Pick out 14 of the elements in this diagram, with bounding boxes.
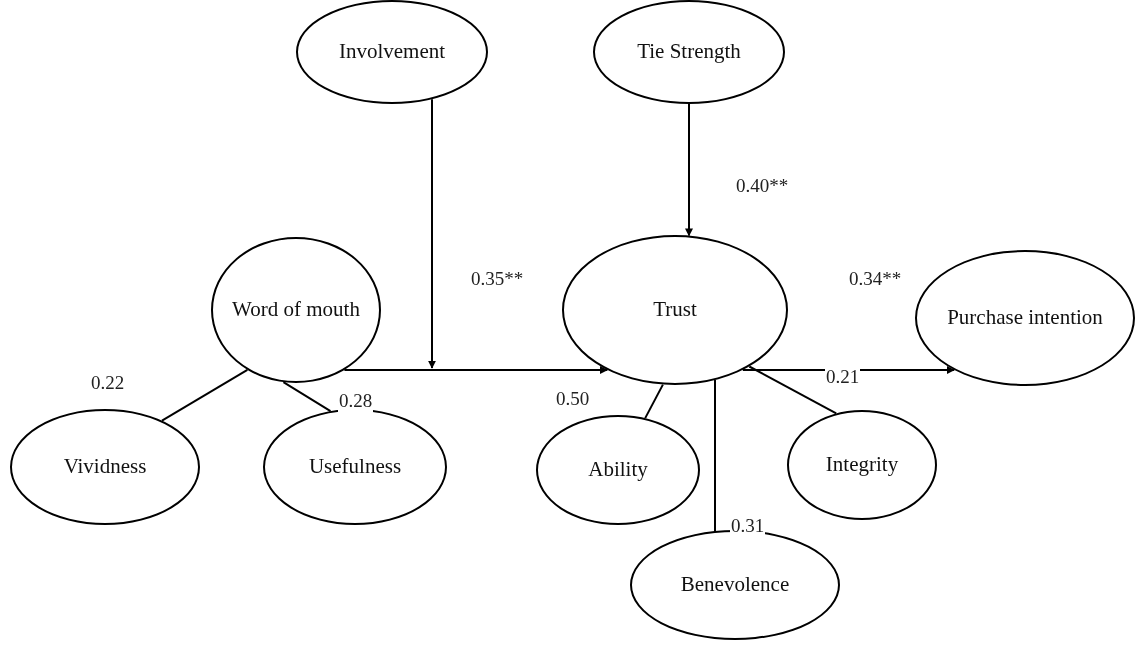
arrow bbox=[685, 103, 693, 237]
construct-name: Usefulness bbox=[308, 454, 402, 480]
construct-name: Ability bbox=[588, 457, 648, 483]
connector-line bbox=[714, 379, 716, 532]
arrow bbox=[428, 98, 436, 369]
construct-name: Purchase intention bbox=[947, 305, 1103, 331]
arrow bbox=[343, 366, 609, 374]
construct-name: Involvement bbox=[338, 39, 446, 65]
construct-name: Benevolence bbox=[680, 572, 790, 598]
construct-name: Trust bbox=[653, 297, 697, 323]
construct-name: Tie Strength bbox=[637, 39, 741, 65]
construct-name: Word of mouth bbox=[232, 297, 360, 323]
construct-name: Integrity bbox=[825, 452, 899, 478]
construct-name: Vividness bbox=[63, 454, 147, 480]
